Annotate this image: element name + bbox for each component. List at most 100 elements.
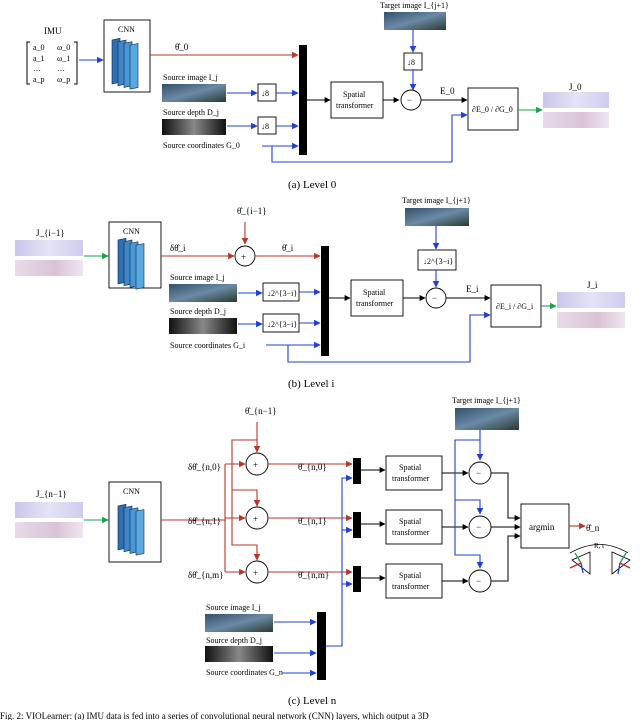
cnn-layers-i	[117, 237, 145, 290]
minus-label-n0: −	[476, 468, 481, 478]
spatial-label-2-n1: transformer	[392, 528, 430, 537]
source-coords-label: Source coordinates G_0	[163, 141, 240, 150]
concat-bar-n1	[353, 512, 361, 538]
delta-n0-label: δθ̂_{n,0}	[188, 462, 221, 472]
input-i-label: J_{i−1}	[36, 228, 65, 238]
jacobian-out-top	[543, 92, 609, 108]
spatial-label-1-n0: Spatial	[399, 463, 422, 472]
source-coords-label-n: Source coordinates G_n	[206, 668, 283, 677]
downsample-depth-label: ↓8	[261, 122, 269, 131]
output-i-label: J_i	[587, 280, 598, 290]
spatial-label-2: transformer	[336, 101, 374, 110]
downsample-depth-label-i: ↓2^{3−i}	[267, 320, 297, 329]
source-depth-thumb	[162, 119, 226, 135]
caption-level-n: (c) Level n	[288, 695, 337, 707]
imu-cell-a1: a_1	[33, 54, 45, 63]
concat-bar	[299, 45, 307, 155]
imu-cell-dots1: …	[33, 64, 41, 73]
imu-matrix: a_0 ω_0 a_1 ω_1 … … a_p ω_p	[26, 41, 78, 85]
downsample-image-label: ↓8	[261, 89, 269, 98]
spatial-transformer-box-n0	[385, 455, 443, 491]
spatial-label-1-i: Spatial	[363, 288, 386, 297]
spatial-label-1: Spatial	[343, 90, 366, 99]
cnn-label-n: CNN	[123, 487, 140, 496]
source-depth-thumb-n	[205, 646, 273, 662]
delta-i-label: δθ̂_i	[170, 243, 186, 253]
target-image-label: Target image I_{j+1}	[380, 1, 449, 10]
camera-pose-icon: R, t	[569, 542, 631, 575]
source-image-label-n: Source image I_j	[206, 603, 261, 612]
jacobian-in-top-i	[15, 240, 83, 256]
source-depth-label-i: Source depth D_j	[170, 307, 226, 316]
downsample-image-label-i: ↓2^{3−i}	[267, 289, 297, 298]
jacobian-out-top-i	[557, 292, 625, 308]
cnn-layers	[111, 37, 139, 90]
source-image-thumb-n	[205, 614, 273, 632]
minus-label-nm: −	[476, 576, 481, 586]
spatial-label-1-n1: Spatial	[399, 517, 422, 526]
target-downsample-label: ↓8	[407, 58, 415, 67]
imu-label: IMU	[44, 26, 62, 36]
source-image-thumb	[162, 84, 226, 102]
source-coords-label-i: Source coordinates G_i	[170, 341, 246, 350]
target-image-label-n: Target image I_{j+1}	[452, 396, 521, 405]
concat-bar-i	[321, 246, 329, 356]
source-image-label: Source image I_j	[163, 73, 218, 82]
source-image-thumb-i	[169, 284, 237, 302]
imu-cell-wp: ω_p	[57, 75, 70, 84]
target-image-thumb-n	[455, 408, 519, 430]
minus-label: −	[407, 95, 412, 105]
pose-label: R, t	[594, 542, 604, 550]
source-depth-label-n: Source depth D_j	[206, 636, 262, 645]
jacobian-box	[467, 87, 519, 131]
level-0-panel: IMU a_0 ω_0 a_1 ω_1 … … a_p ω_p CNN θ̂_0…	[26, 1, 609, 191]
level-n-panel: J_{n−1} CNN δθ̂_{n,0} δθ̂_{n,1} δθ̂_{n,m…	[15, 396, 631, 707]
jacobian-box-i	[490, 284, 542, 328]
spatial-label-2-i: transformer	[356, 299, 394, 308]
theta-nm-label: θ̂_{n,m}	[298, 570, 329, 580]
cnn-layers-n	[117, 503, 145, 556]
spatial-transformer-box-nm	[385, 563, 443, 599]
cnn-label: CNN	[118, 25, 135, 34]
delta-nm-label: δθ̂_{n,m}	[188, 570, 223, 580]
imu-cell-ap: a_p	[33, 75, 45, 84]
source-depth-thumb-i	[169, 318, 237, 334]
theta-i-label: θ̂_i	[282, 243, 294, 253]
spatial-label-2-nm: transformer	[392, 582, 430, 591]
jacobian-label: ∂E_0 / ∂G_0	[472, 105, 513, 114]
final-theta-label: θ̂_n	[586, 523, 600, 533]
level-i-panel: J_{i−1} CNN δθ̂_i θ̂_{i−1} + θ̂_i Source…	[15, 196, 625, 390]
spatial-label-1-nm: Spatial	[399, 571, 422, 580]
prev-theta-n-label: θ̂_{n−1}	[245, 406, 277, 416]
spatial-transformer-box	[330, 81, 384, 119]
imu-cell-w0: ω_0	[57, 43, 70, 52]
argmin-label: argmin	[529, 522, 555, 532]
minus-label-n1: −	[476, 522, 481, 532]
spatial-transformer-box-n1	[385, 509, 443, 545]
output-0-label: J_0	[569, 82, 582, 92]
error-i-label: E_i	[466, 284, 479, 294]
imu-cell-dots2: …	[57, 64, 65, 73]
target-image-thumb	[384, 12, 446, 30]
plus-label-n0: +	[253, 460, 258, 470]
jacobian-label-i: ∂E_i / ∂G_i	[496, 302, 534, 311]
source-depth-label: Source depth D_j	[163, 108, 219, 117]
caption-level-i: (b) Level i	[288, 378, 334, 390]
theta-n0-label: θ̂_{n,0}	[298, 462, 327, 472]
minus-label-i: −	[432, 293, 437, 303]
target-image-label-i: Target image I_{j+1}	[402, 196, 471, 205]
imu-cell-a0: a_0	[33, 43, 45, 52]
imu-cell-w1: ω_1	[57, 54, 70, 63]
theta-n1-label: θ̂_{n,1}	[298, 516, 327, 526]
plus-label-i: +	[241, 252, 246, 262]
target-downsample-label-i: ↓2^{3−i}	[423, 257, 453, 266]
concat-bar-n0	[353, 458, 361, 484]
jacobian-in-top-n	[15, 502, 83, 518]
spatial-transformer-box-i	[350, 279, 404, 317]
jacobian-out-bottom-i	[557, 312, 625, 328]
jacobian-in-bottom-n	[15, 522, 83, 538]
jacobian-in-bottom-i	[15, 260, 83, 276]
source-image-label-i: Source image I_j	[170, 273, 225, 282]
plus-label-nm: +	[253, 568, 258, 578]
